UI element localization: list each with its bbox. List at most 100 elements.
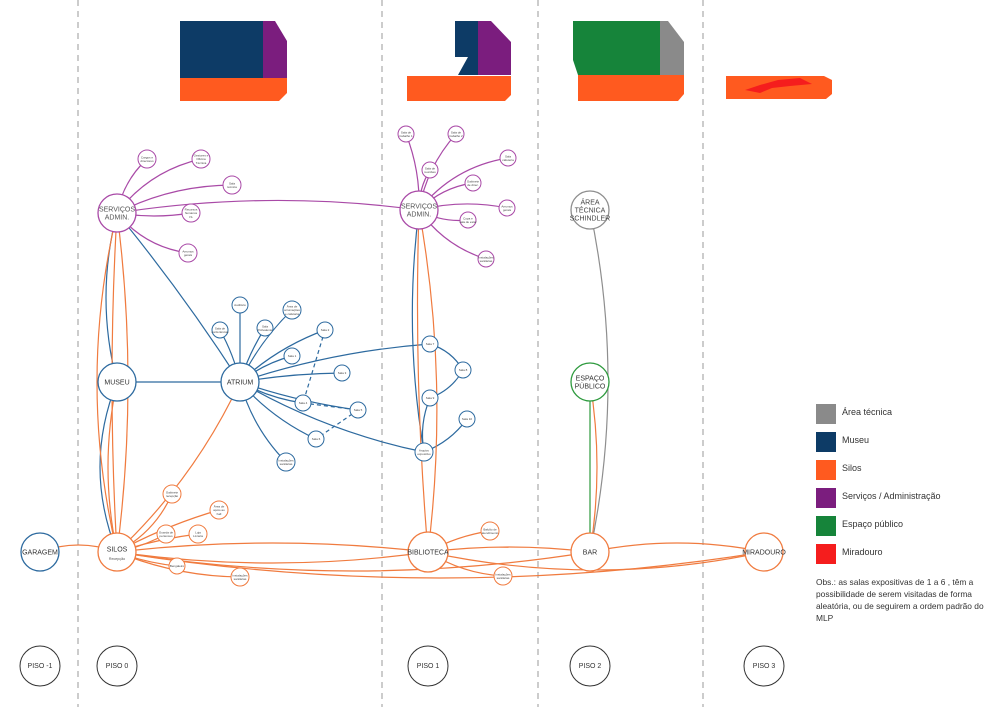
small-node-circle xyxy=(464,174,482,192)
node-label: TÉCNICA xyxy=(575,206,606,215)
edge-silos-miradouro xyxy=(116,551,765,579)
small-node-a_aud: Auditório xyxy=(231,296,249,314)
small-node-label: recepção xyxy=(166,494,179,498)
small-node-label: Cargos e xyxy=(141,155,154,159)
small-node-circle xyxy=(209,500,229,520)
edge-biblioteca-bar xyxy=(427,546,591,553)
small-node-label: gerais xyxy=(503,208,512,212)
small-node-label: Instalações xyxy=(495,572,511,576)
legend-label: Área técnica xyxy=(842,407,893,417)
node-museu: MUSEU xyxy=(97,362,137,402)
node-circle xyxy=(97,362,137,402)
small-node-label: Arrumos xyxy=(182,249,194,253)
legend-swatch xyxy=(816,404,836,424)
small-node-circle xyxy=(421,161,439,179)
node-label: PÚBLICO xyxy=(575,382,606,391)
edge-a_s4-a_s5 xyxy=(302,402,359,411)
edge-a_s5-a_s6 xyxy=(315,409,359,440)
edge-atrium-m_s7 xyxy=(239,343,431,383)
small-node-circle xyxy=(181,203,201,223)
edge-servicos0-servicos1 xyxy=(116,199,420,214)
edge-servicos0-atrium xyxy=(116,212,241,383)
small-node-label: Sala 1 xyxy=(288,354,297,358)
small-node-label: Oficina xyxy=(196,157,206,161)
floor-label-text: PISO 1 xyxy=(417,663,440,670)
small-node-circle xyxy=(493,566,513,586)
node-label: BAR xyxy=(583,550,597,557)
small-node-label: sanitárias xyxy=(280,462,293,466)
node-circle xyxy=(570,532,610,572)
node-atrium: ATRIUM xyxy=(220,362,260,402)
node-label: ADMIN. xyxy=(407,212,432,219)
building-p3-miradouro xyxy=(745,78,812,93)
small-node-label: Gestores e xyxy=(194,154,209,158)
small-node-circle xyxy=(454,361,472,379)
small-node-label: Instalações xyxy=(478,255,494,259)
small-node-label: trabalho 2 xyxy=(449,134,463,138)
floor-circle xyxy=(19,645,61,687)
building-p2-area-tecnica xyxy=(660,21,684,75)
small-node-circle xyxy=(349,401,367,419)
small-node-label: Sala 9 xyxy=(426,396,435,400)
node-label: SERVIÇOS xyxy=(99,207,135,214)
small-node-label: Sala 10 xyxy=(462,417,473,421)
node-label: MIRADOURO xyxy=(742,550,786,557)
small-node-g_bil: Bengaleiro xyxy=(168,557,186,575)
legend-item-miradouro: Miradouro xyxy=(816,544,996,564)
small-node-circle xyxy=(211,321,229,339)
legend-item-servicos: Serviços / Administração xyxy=(816,488,996,508)
small-node-label: Sala xyxy=(229,181,235,185)
small-node-label: Recursos xyxy=(185,208,198,212)
small-node-label: Balcão de xyxy=(483,527,497,531)
node-bar: BAR xyxy=(570,532,610,572)
legend-item-area-tecnica: Área técnica xyxy=(816,404,996,424)
small-node-label: Guarda de xyxy=(159,530,174,534)
small-node-label: Sala 8 xyxy=(459,368,468,372)
small-node-label: Instalações xyxy=(278,458,294,462)
small-node-a_s5: Sala 5 xyxy=(349,401,367,419)
legend-item-museu: Museu xyxy=(816,432,996,452)
node-label: GARAGEM xyxy=(22,550,58,557)
legend-label: Miradouro xyxy=(842,547,883,557)
small-node-label: de direc. xyxy=(467,183,479,187)
node-circle xyxy=(20,532,60,572)
small-node-label: Área de xyxy=(287,305,298,309)
small-node-label: sala de estar xyxy=(459,220,476,224)
small-node-circle xyxy=(162,484,182,504)
building-p0-museu xyxy=(180,21,263,78)
small-node-circle xyxy=(191,149,211,169)
small-node-label: gerais xyxy=(184,253,193,257)
small-node-circle xyxy=(397,125,415,143)
node-circle xyxy=(744,532,784,572)
small-node-circle xyxy=(414,442,434,462)
small-node-label: Sala 4 xyxy=(299,401,308,405)
small-node-label: Sala de xyxy=(451,130,462,134)
floor-label-p2: PISO 2 xyxy=(569,645,611,687)
small-node-circle xyxy=(307,430,325,448)
building-volumes xyxy=(180,21,832,101)
small-node-label: técnica xyxy=(227,185,237,189)
node-circle xyxy=(570,190,610,230)
small-node-label: Sala 7 xyxy=(426,342,435,346)
floor-label-text: PISO 2 xyxy=(579,663,602,670)
node-label: SCHINDLER xyxy=(570,216,610,223)
small-node-label: Área de xyxy=(214,505,225,509)
small-node-label: trabalho 1 xyxy=(399,134,413,138)
small-node-a_s3: Sala 3 xyxy=(333,364,351,382)
small-node-circle xyxy=(294,394,312,412)
floor-label-p0: PISO 0 xyxy=(96,645,138,687)
